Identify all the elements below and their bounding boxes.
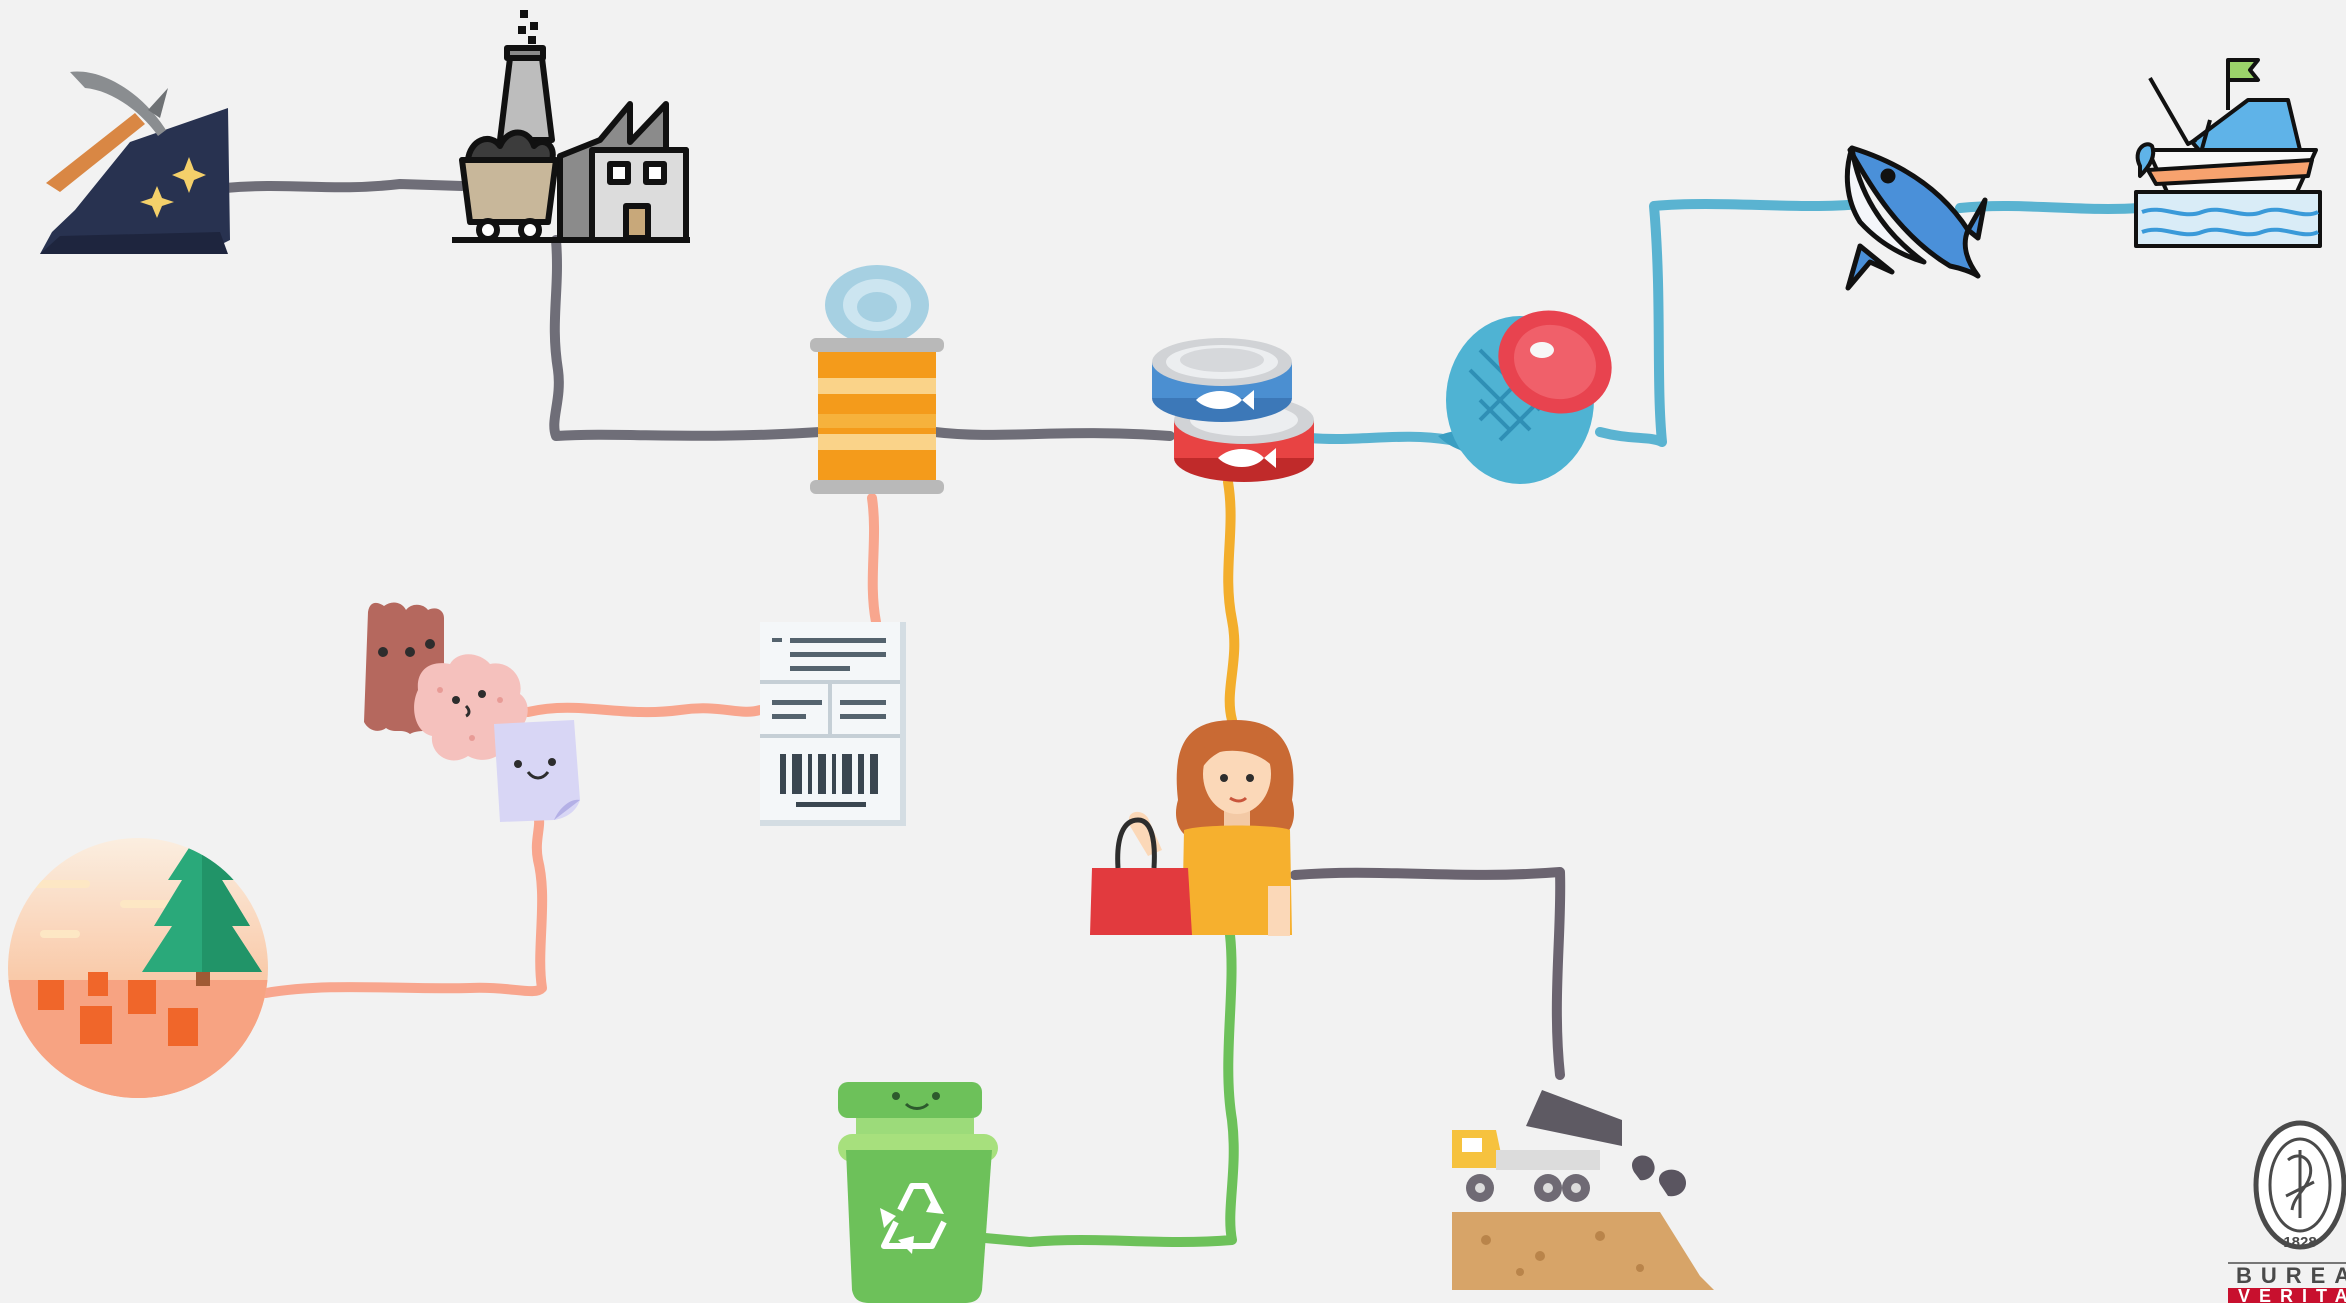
- logo-line-2: VERITAS: [2228, 1288, 2346, 1303]
- forest-deforestation-icon: [8, 838, 268, 1098]
- pulp-to-can-line: [867, 493, 881, 627]
- shopper-to-landfill-line: [1290, 867, 1566, 1080]
- shopper-woman-icon: [1090, 720, 1295, 936]
- tuna-fish-icon: [1844, 145, 1988, 291]
- recycle-bin-icon: [838, 1082, 998, 1303]
- paper-label-icon: [760, 622, 906, 826]
- logo-line-1: BUREAU: [2228, 1262, 2346, 1288]
- forest-to-pulp-line: [261, 810, 548, 998]
- shopper-to-recycle-line: [980, 930, 1239, 1247]
- tin-can-icon: [810, 265, 944, 494]
- bureau-veritas-logo: BUREAU VERITAS: [2228, 1262, 2346, 1303]
- tuna-steak-icon: [1438, 310, 1612, 484]
- mining-pickaxe-icon: [40, 71, 230, 254]
- pulp-to-label-line: [523, 702, 765, 718]
- steel-factory-icon: [452, 10, 690, 243]
- can-to-canned-fish-line: [930, 427, 1175, 441]
- bureau-veritas-seal-icon: 1828: [2253, 1120, 2346, 1251]
- paper-pulp-icon: [364, 602, 580, 822]
- canned-fish-to-shopper-line: [1223, 477, 1240, 725]
- canned-fish-icon: [1152, 338, 1314, 482]
- ocean-supply-line: [1305, 199, 2145, 447]
- fishing-boat-icon: [2134, 58, 2322, 248]
- seal-year: 1828: [2283, 1234, 2316, 1251]
- factory-to-can-line: [549, 235, 825, 441]
- landfill-truck-icon: [1452, 1090, 1714, 1290]
- mine-to-factory-line: [220, 179, 467, 193]
